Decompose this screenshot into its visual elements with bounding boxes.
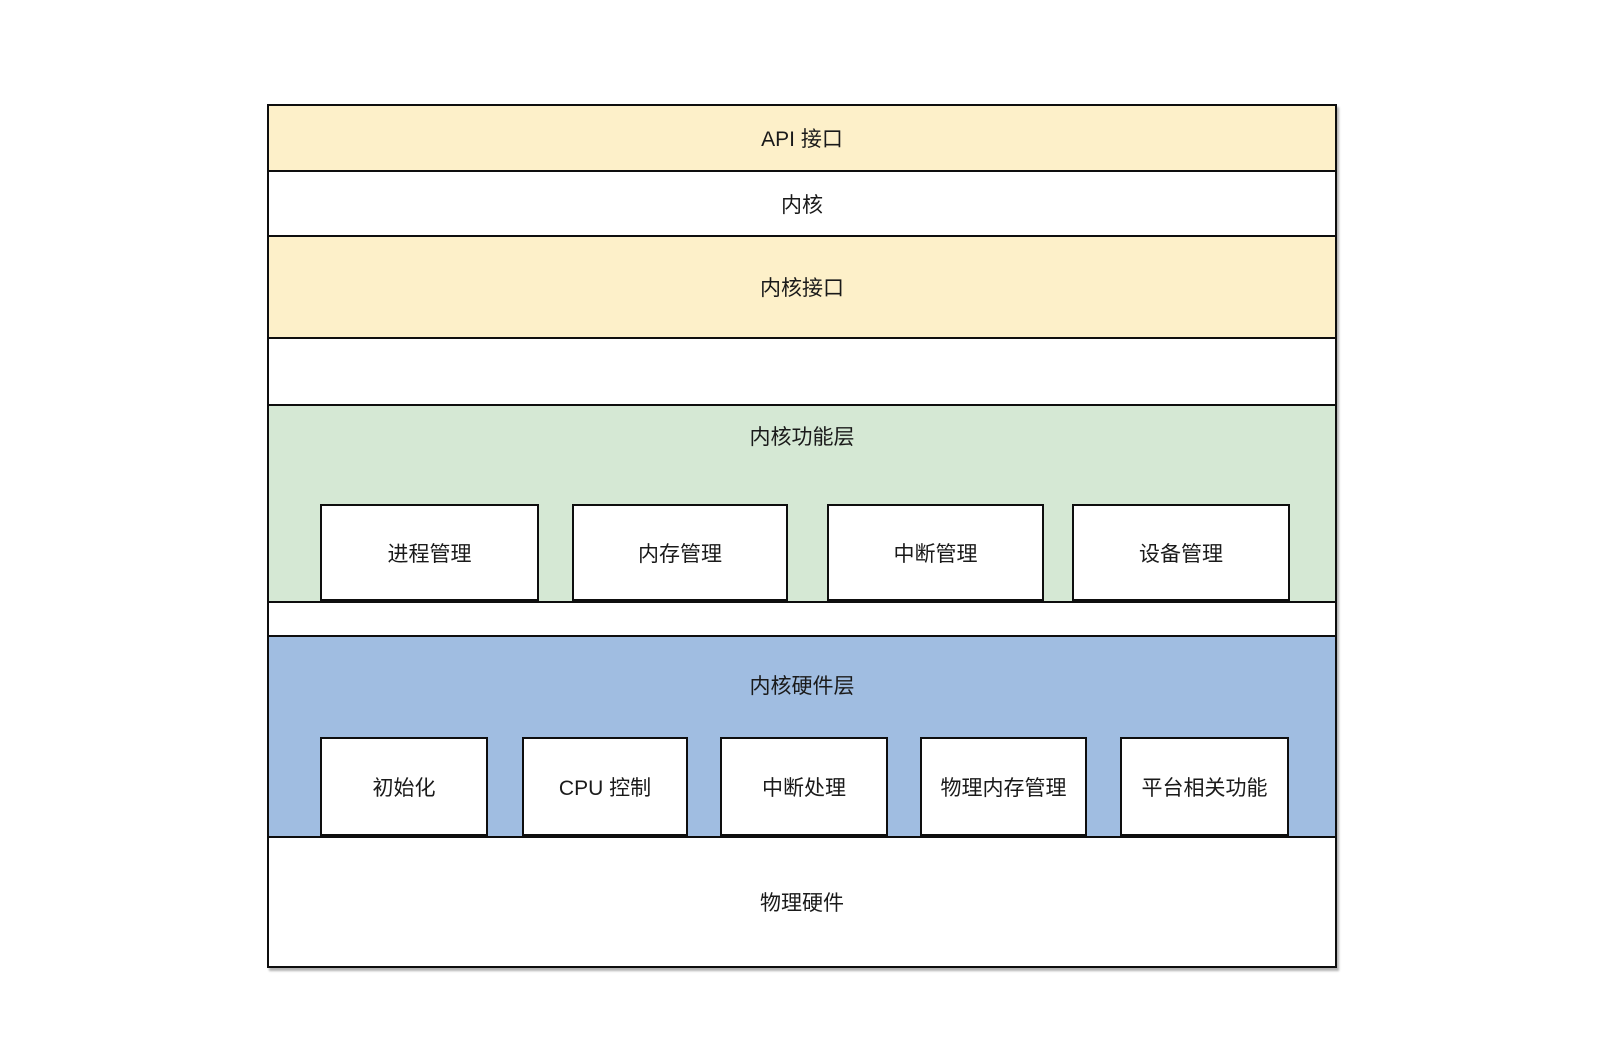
box-physical-memory-management: 物理内存管理: [920, 737, 1087, 836]
layer-kernel-interface: 内核接口: [269, 237, 1335, 339]
box-cpu-control-label: CPU 控制: [558, 776, 652, 800]
box-interrupt-handling-label: 中断处理: [762, 776, 846, 800]
box-interrupt-management-label: 中断管理: [893, 542, 978, 566]
kernel-architecture-diagram: API 接口 内核 内核接口 内核功能层 进程管理 内存管理 中断管理 设备管理…: [267, 104, 1337, 968]
box-platform-specific-functions: 平台相关功能: [1120, 737, 1289, 836]
layer-kernel-hardware-label: 内核硬件层: [749, 675, 855, 698]
box-cpu-control: CPU 控制: [522, 737, 688, 836]
box-process-management-label: 进程管理: [387, 542, 472, 566]
spacer-band-1: [269, 339, 1335, 406]
box-interrupt-management: 中断管理: [827, 504, 1044, 601]
box-memory-management-label: 内存管理: [638, 542, 722, 566]
layer-kernel-hardware: 内核硬件层 初始化 CPU 控制 中断处理 物理内存管理 平台相关功能: [269, 637, 1335, 838]
layer-api-interface: API 接口: [269, 106, 1335, 172]
layer-api-interface-label: API 接口: [761, 128, 843, 151]
layer-physical-hardware-label: 物理硬件: [760, 892, 844, 915]
box-device-management-label: 设备管理: [1139, 542, 1223, 566]
layer-kernel-function: 内核功能层 进程管理 内存管理 中断管理 设备管理: [269, 406, 1335, 603]
box-platform-specific-functions-label: 平台相关功能: [1141, 776, 1268, 800]
layer-kernel-interface-label: 内核接口: [760, 277, 844, 300]
box-initialization-label: 初始化: [372, 776, 436, 800]
layer-kernel-label: 内核: [781, 193, 823, 217]
box-device-management: 设备管理: [1072, 504, 1290, 601]
box-memory-management: 内存管理: [572, 504, 788, 601]
layer-physical-hardware: 物理硬件: [269, 838, 1335, 966]
spacer-band-2: [269, 603, 1335, 637]
box-interrupt-handling: 中断处理: [720, 737, 888, 836]
box-initialization: 初始化: [320, 737, 488, 836]
box-physical-memory-management-label: 物理内存管理: [940, 776, 1067, 800]
layer-kernel-function-label: 内核功能层: [749, 426, 855, 449]
box-process-management: 进程管理: [320, 504, 539, 601]
layer-kernel: 内核: [269, 172, 1335, 237]
